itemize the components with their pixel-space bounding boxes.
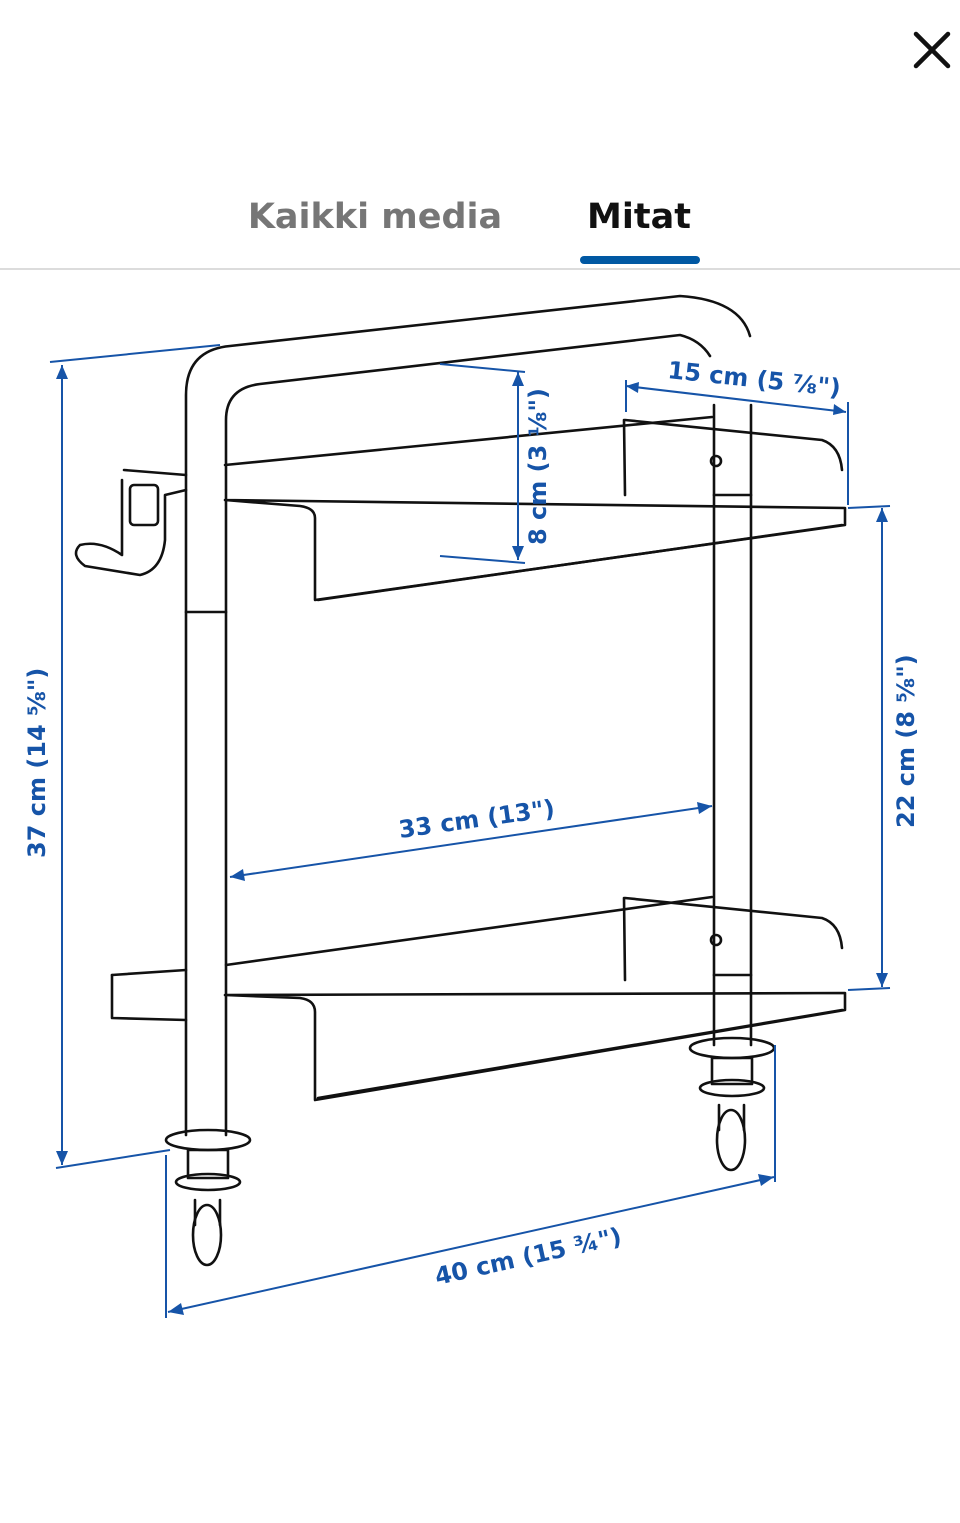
dimension-depth: 15 cm (5 ⅞") [666,356,842,402]
media-tabs: Kaikki media Mitat [0,150,960,268]
dimension-lines [49,344,891,1318]
dimension-drawing: 15 cm (5 ⅞") 8 cm (3 ⅛") 37 cm (14 ⅝") 2… [23,294,920,1318]
tab-dimensions[interactable]: Mitat [572,172,706,262]
close-button[interactable] [904,22,960,78]
close-icon [913,31,951,69]
trolley-illustration [74,294,847,1267]
active-tab-indicator [580,256,700,264]
tab-all-media[interactable]: Kaikki media [240,172,510,262]
dimension-inner-width: 33 cm (13") [397,794,557,844]
dimension-shelf-spacing: 22 cm (8 ⅝") [892,654,920,828]
dimension-total-height: 37 cm (14 ⅝") [23,668,51,858]
dimension-rim-height: 8 cm (3 ⅛") [524,388,552,545]
tabs-divider [0,268,960,270]
